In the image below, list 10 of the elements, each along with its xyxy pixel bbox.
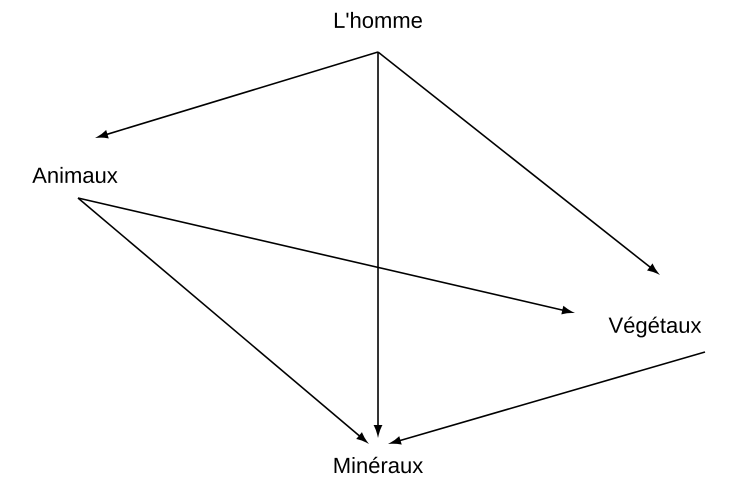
arrow xyxy=(78,197,368,442)
arrow xyxy=(98,51,378,138)
node-label: L'homme xyxy=(334,12,422,28)
arrow xyxy=(374,52,382,436)
arrow xyxy=(390,351,706,444)
node-label: Végétaux xyxy=(608,316,702,338)
node-label: Minéraux xyxy=(334,456,423,474)
arrow xyxy=(378,51,658,274)
arrow xyxy=(78,197,572,314)
node-label: Animaux xyxy=(32,166,118,184)
